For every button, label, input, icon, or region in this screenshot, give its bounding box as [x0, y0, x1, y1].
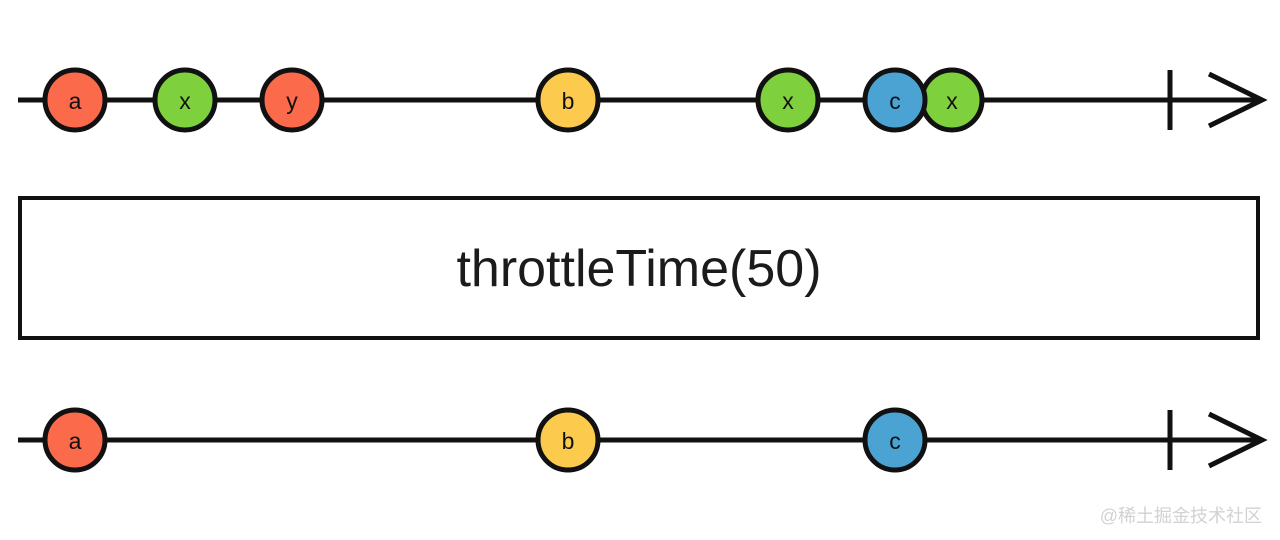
marble-circle-y[interactable]: [259, 67, 325, 133]
marble-circle-c[interactable]: [862, 67, 928, 133]
marble-b[interactable]: b: [535, 407, 601, 473]
result-arrow-head: [1207, 411, 1268, 469]
operator-box-border: [18, 196, 1260, 340]
marble-label-a: a: [69, 428, 82, 454]
operator-box: throttleTime(50): [18, 196, 1260, 340]
operator-name-label: throttleTime(50): [456, 240, 821, 298]
marble-circle-c[interactable]: [862, 407, 928, 473]
source-arrow-head: [1207, 71, 1268, 129]
marble-circle-b[interactable]: [535, 67, 601, 133]
watermark-label: @稀土掘金技术社区: [1100, 506, 1262, 526]
marble-label-b: b: [562, 88, 575, 114]
marble-x[interactable]: x: [919, 67, 985, 133]
marble-c[interactable]: c: [862, 407, 928, 473]
marble-circle-b[interactable]: [535, 407, 601, 473]
result-marbles: a b c: [42, 407, 928, 473]
marble-circle-a[interactable]: [42, 407, 108, 473]
marble-label-y: y: [286, 88, 298, 114]
marble-x[interactable]: x: [755, 67, 821, 133]
marble-c[interactable]: c: [862, 67, 928, 133]
marble-circle-x[interactable]: [152, 67, 218, 133]
result-timeline: a b c: [18, 407, 1268, 473]
marble-label-a: a: [69, 88, 82, 114]
marble-circle-a[interactable]: [42, 67, 108, 133]
marble-a[interactable]: a: [42, 67, 108, 133]
marble-label-x: x: [179, 88, 191, 114]
marble-label-x: x: [782, 88, 794, 114]
marble-label-x: x: [946, 88, 958, 114]
marble-y[interactable]: y: [259, 67, 325, 133]
marble-b[interactable]: b: [535, 67, 601, 133]
marble-label-c: c: [889, 88, 901, 114]
marble-a[interactable]: a: [42, 407, 108, 473]
marble-x[interactable]: x: [152, 67, 218, 133]
marble-circle-x[interactable]: [755, 67, 821, 133]
marble-label-c: c: [889, 428, 901, 454]
marble-label-b: b: [562, 428, 575, 454]
